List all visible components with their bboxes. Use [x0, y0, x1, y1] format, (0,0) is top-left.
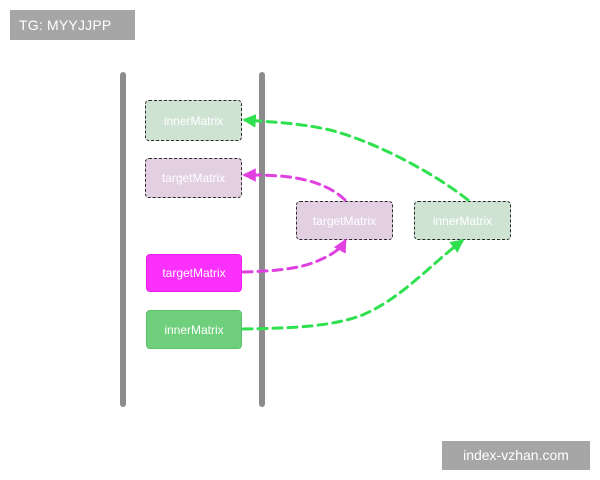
tg-label: TG: MYYJJPP: [10, 10, 135, 40]
site-watermark: index-vzhan.com: [442, 441, 590, 470]
target-matrix-mid-box: targetMatrix: [296, 201, 393, 240]
inner-matrix-mid-label: innerMatrix: [432, 213, 493, 228]
inner-matrix-label: innerMatrix: [164, 322, 224, 337]
arrow-mid-to-inner-ghost: [242, 114, 470, 202]
inner-matrix-ghost-box: innerMatrix: [145, 100, 242, 141]
right-rail: [259, 72, 265, 407]
target-matrix-ghost-label: targetMatrix: [161, 171, 226, 185]
target-matrix-mid-label: targetMatrix: [312, 213, 377, 228]
target-matrix-box: targetMatrix: [146, 254, 242, 292]
inner-matrix-ghost-label: innerMatrix: [163, 113, 224, 128]
inner-matrix-box: innerMatrix: [146, 310, 242, 349]
target-matrix-label: targetMatrix: [162, 266, 226, 280]
left-rail: [120, 72, 126, 407]
arrow-inner-to-mid: [241, 239, 465, 331]
inner-matrix-mid-box: innerMatrix: [414, 201, 511, 240]
target-matrix-ghost-box: targetMatrix: [145, 158, 242, 198]
